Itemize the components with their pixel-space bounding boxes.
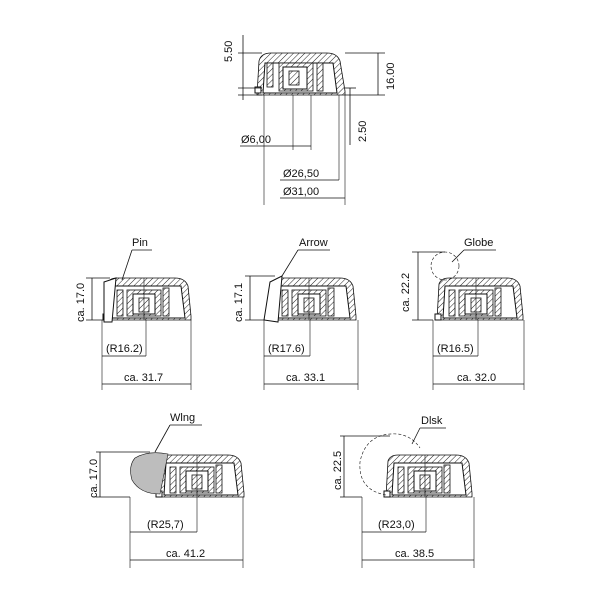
variant-arrow: Arrow ca. 17.1 (R17.6) ca. 33.1 [233,237,359,390]
dim-pin-height: ca. 17.0 [75,283,87,322]
dim-wing-height: ca. 17.0 [88,459,100,498]
dim-wing-radius: (R25,7) [147,519,184,531]
label-wing: Wlng [170,412,195,424]
dim-bore: Ø6,00 [241,134,271,146]
label-arrow: Arrow [299,237,328,249]
dim-arrow-width: ca. 33.1 [286,372,325,384]
dim-disk-height: ca. 22.5 [332,451,344,490]
dim-disk-radius: (R23,0) [378,519,415,531]
dim-disk-width: ca. 38.5 [395,548,434,560]
dim-wing-width: ca. 41.2 [166,548,205,560]
variant-pin: Pin ca. 17.0 (R16.2) ca. 31.7 [75,237,192,390]
label-globe: Globe [464,237,493,249]
label-disk: Dlsk [421,415,443,427]
variant-disk: Dlsk ca. 22.5 (R23,0) ca. 38.5 [332,415,475,568]
label-pin: Pin [132,237,148,249]
dim-arrow-height: ca. 17.1 [233,283,245,322]
dim-globe-width: ca. 32.0 [457,372,496,384]
variant-wing: Wlng ca. 17.0 (R25,7) ca. 41.2 [88,412,245,568]
dim-height-skirt: 2.50 [357,121,369,142]
variant-globe: Globe ca. 22.2 (R16.5) ca. 32.0 [400,237,525,390]
dim-height-total: 16.00 [385,62,397,90]
dim-outer-dia: Ø31,00 [283,186,319,198]
dim-globe-radius: (R16.5) [437,343,474,355]
dim-pin-radius: (R16.2) [106,343,143,355]
dim-height-small: 5.50 [223,41,235,62]
dim-inner-dia: Ø26,50 [283,168,319,180]
dim-pin-width: ca. 31.7 [124,372,163,384]
top-view: 5.50 16.00 2.50 Ø6,00 Ø26,50 Ø31,00 [223,35,397,205]
dim-globe-height: ca. 22.2 [400,273,412,312]
dim-arrow-radius: (R17.6) [268,343,305,355]
